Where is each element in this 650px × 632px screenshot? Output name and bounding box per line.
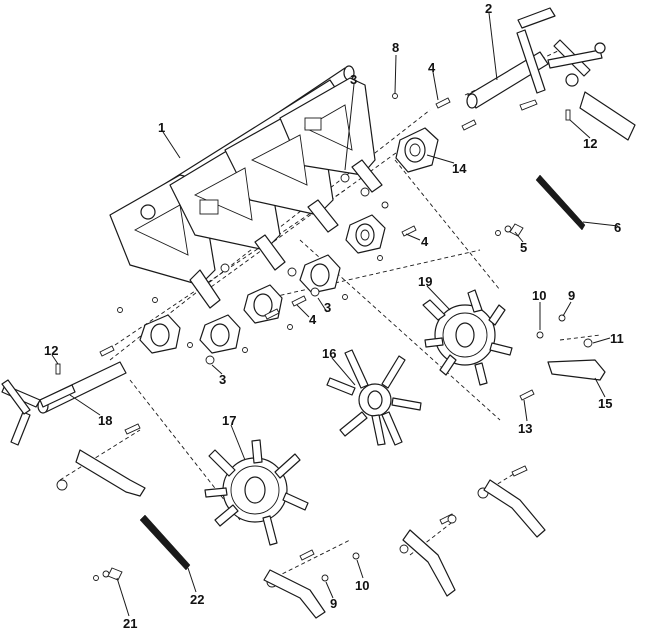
tine-blade-bottom-a (263, 569, 326, 619)
callout-11: 11 (610, 331, 624, 346)
callout-17: 17 (222, 413, 236, 428)
callout-5: 5 (520, 240, 527, 255)
leader-lines (51, 12, 619, 617)
callout-22: 22 (190, 592, 204, 607)
callout-4-a: 4 (428, 60, 436, 75)
bearing-flange-d (199, 314, 241, 354)
callout-8: 8 (392, 40, 399, 55)
bearing-flange-e (139, 314, 181, 354)
callout-13: 13 (518, 421, 532, 436)
callout-12-b: 12 (583, 136, 597, 151)
tine-blade-left (75, 449, 146, 497)
tine-blade-bottom-b (402, 529, 456, 597)
callouts: 1 2 3 3 3 4 4 4 5 6 8 9 9 10 10 11 12 12… (44, 1, 624, 631)
tine-rotor-16 (326, 349, 422, 446)
callout-6: 6 (614, 220, 621, 235)
callout-18: 18 (98, 413, 112, 428)
callout-9-b: 9 (330, 596, 337, 611)
callout-4-b: 4 (421, 234, 429, 249)
callout-15: 15 (598, 396, 612, 411)
bearing-flange-c (243, 284, 283, 324)
bearing-flange-b (299, 254, 341, 294)
callout-14: 14 (452, 161, 467, 176)
main-frame (109, 65, 383, 309)
callout-21: 21 (123, 616, 137, 631)
left-shaft-assembly-18 (1, 361, 127, 446)
callout-10-b: 10 (355, 578, 369, 593)
callout-3-a: 3 (350, 72, 357, 87)
callout-1: 1 (158, 120, 165, 135)
callout-9-a: 9 (568, 288, 575, 303)
callout-10-a: 10 (532, 288, 546, 303)
callout-19: 19 (418, 274, 432, 289)
callout-3-b: 3 (324, 300, 331, 315)
rear-shaft-assembly (466, 7, 636, 141)
tine-rotor-17 (204, 439, 309, 546)
bearing-flange-a (345, 214, 386, 254)
callout-4-c: 4 (309, 312, 317, 327)
callout-12-a: 12 (44, 343, 58, 358)
callout-2: 2 (485, 1, 492, 16)
drive-chain-6 (535, 174, 586, 231)
tine-rotor-19 (422, 289, 513, 386)
tine-blade-right (483, 479, 546, 538)
callout-3-c: 3 (219, 372, 226, 387)
tine-blade-15 (547, 359, 606, 381)
drive-chain-22 (139, 514, 191, 571)
callout-16: 16 (322, 346, 336, 361)
bearing-flange-14 (395, 127, 439, 173)
